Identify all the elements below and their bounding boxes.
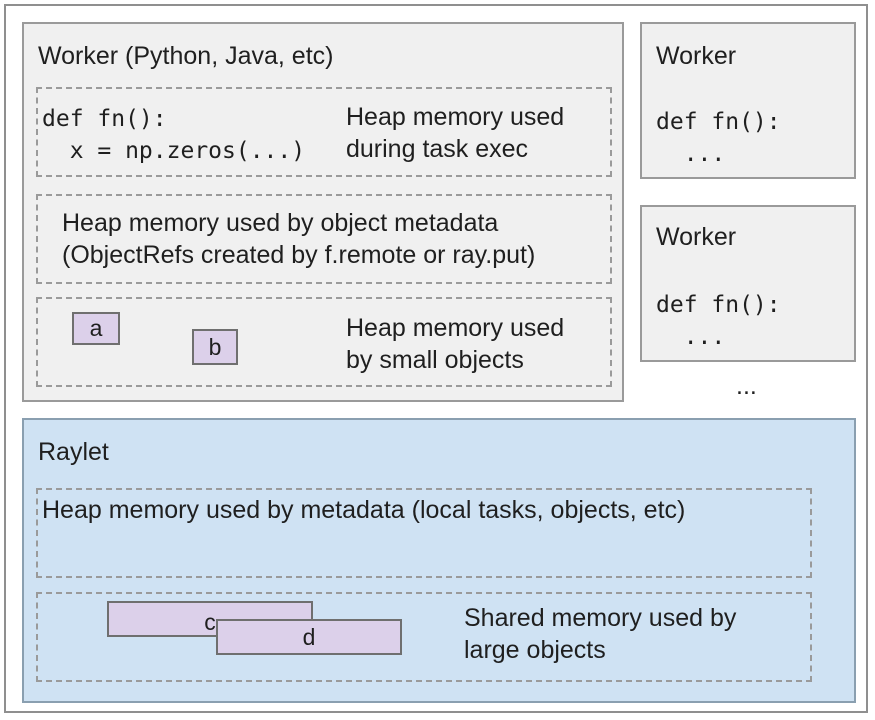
task-desc-line2: during task exec <box>346 135 529 163</box>
small-objects-box: a b Heap memory used by small objects <box>36 297 612 387</box>
worker-main-box: Worker (Python, Java, etc) def fn(): x =… <box>22 22 624 402</box>
worker-3-title: Worker <box>656 223 737 251</box>
raylet-title: Raylet <box>38 438 109 466</box>
task-code-line1: def fn(): <box>42 106 167 132</box>
more-workers-ellipsis: ... <box>736 372 757 400</box>
object-d: d <box>216 619 402 655</box>
small-objects-desc-line2: by small objects <box>346 346 524 374</box>
task-code-line2: x = np.zeros(...) <box>42 138 306 164</box>
worker-2-code-line1: def fn(): <box>656 109 781 135</box>
raylet-metadata-line1: Heap memory used by metadata (local task… <box>42 496 686 524</box>
task-desc-line1: Heap memory used <box>346 103 565 131</box>
object-metadata-line1: Heap memory used by object metadata <box>62 209 499 237</box>
worker-main-title: Worker (Python, Java, etc) <box>38 42 334 70</box>
raylet-metadata-box: Heap memory used by metadata (local task… <box>36 488 812 578</box>
object-a: a <box>72 312 120 345</box>
shared-memory-desc-line2: large objects <box>464 636 606 664</box>
worker-2-code-line2: ... <box>656 141 726 167</box>
object-metadata-line2: (ObjectRefs created by f.remote or ray.p… <box>62 241 536 269</box>
worker-3-code-line1: def fn(): <box>656 292 781 318</box>
object-b: b <box>192 329 238 365</box>
small-objects-desc-line1: Heap memory used <box>346 314 565 342</box>
object-metadata-box: Heap memory used by object metadata (Obj… <box>36 194 612 284</box>
worker-3-code-line2: ... <box>656 324 726 350</box>
task-exec-box: def fn(): x = np.zeros(...) Heap memory … <box>36 87 612 177</box>
shared-memory-box: c d Shared memory used by large objects <box>36 592 812 682</box>
worker-2-box: Worker def fn(): ... <box>640 22 856 179</box>
shared-memory-desc-line1: Shared memory used by <box>464 604 737 632</box>
worker-2-title: Worker <box>656 42 737 70</box>
worker-3-box: Worker def fn(): ... <box>640 205 856 362</box>
raylet-box: Raylet Heap memory used by metadata (loc… <box>22 418 856 703</box>
